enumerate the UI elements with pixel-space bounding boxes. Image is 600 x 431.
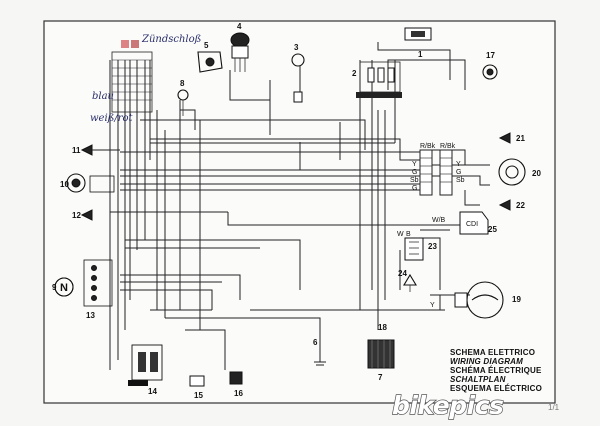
wire-code-cdi: W/B — [432, 217, 446, 224]
wire-code-right-g: G — [456, 169, 461, 176]
handwritten-zuendschloss: Zündschloß — [141, 34, 201, 45]
component-ignition-switch — [230, 32, 250, 72]
wire-code-right-y: Y — [456, 161, 461, 168]
cdi-label: CDI — [466, 221, 478, 228]
label-20: 20 — [532, 169, 541, 178]
component-alternator — [454, 281, 504, 319]
component-turn-signal-22 — [498, 199, 511, 211]
title-line-3: SCHÉMA ÉLECTRIQUE — [450, 366, 542, 375]
label-9: 9 — [52, 283, 57, 292]
wire-code-bottom-y: Y — [430, 302, 435, 309]
label-16: 16 — [234, 389, 243, 398]
label-7: 7 — [378, 373, 383, 382]
wire-code-right-sb: Sb — [456, 177, 465, 184]
title-block: SCHEMA ELETTRICO WIRING DIAGRAM SCHÉMA É… — [450, 348, 542, 393]
wire-code-g-2: G — [412, 185, 417, 192]
neutral-indicator: N — [54, 277, 74, 297]
label-21: 21 — [516, 134, 525, 143]
component-indicator-12 — [80, 209, 93, 221]
component-switch-5 — [197, 51, 223, 73]
wiring-harness — [109, 42, 490, 370]
wire-code-y: Y — [412, 161, 417, 168]
label-25: 25 — [488, 225, 497, 234]
bikepics-watermark: bikepics — [392, 391, 503, 420]
title-line-4: SCHALTPLAN — [450, 375, 506, 384]
label-22: 22 — [516, 201, 525, 210]
component-starter-relay — [404, 27, 432, 41]
label-10: 10 — [60, 180, 69, 189]
svg-text:N: N — [60, 282, 68, 294]
component-spark-plug — [403, 273, 417, 292]
label-3: 3 — [294, 43, 299, 52]
ground-symbol — [314, 355, 326, 366]
component-regulator — [367, 339, 395, 369]
component-lamp-8 — [177, 89, 189, 116]
component-cdi-unit — [459, 211, 489, 235]
wire-code-coil-w: W — [397, 231, 404, 238]
component-horn — [482, 64, 498, 80]
label-24: 24 — [398, 269, 407, 278]
label-23: 23 — [428, 242, 437, 251]
label-4: 4 — [237, 22, 242, 31]
wire-code-coil-b: B — [406, 231, 411, 238]
label-15: 15 — [194, 391, 203, 400]
component-brake-switch — [229, 371, 243, 385]
handwritten-blau: blau — [92, 91, 114, 102]
label-2: 2 — [352, 69, 357, 78]
component-ignition-coil — [404, 237, 424, 261]
label-5: 5 — [204, 41, 209, 50]
fuse-block — [356, 61, 402, 98]
label-6: 6 — [313, 338, 318, 347]
label-17: 17 — [486, 51, 495, 60]
component-rear-lamp — [498, 158, 526, 186]
wire-code-rbk-2: R/Bk — [440, 143, 456, 150]
label-11: 11 — [72, 146, 81, 155]
label-8: 8 — [180, 79, 185, 88]
label-18: 18 — [378, 323, 387, 332]
component-indicator-11 — [80, 144, 120, 156]
page-number: 1/1 — [548, 403, 560, 412]
handwritten-weiss-rot: weiß/rot — [90, 113, 134, 124]
wire-code-rbk-1: R/Bk — [420, 143, 436, 150]
component-headlight — [66, 173, 115, 193]
title-line-1: SCHEMA ELETTRICO — [450, 348, 535, 357]
connector-block-left — [111, 40, 153, 113]
label-12: 12 — [72, 211, 81, 220]
component-sensor-3 — [291, 53, 305, 103]
title-line-2: WIRING DIAGRAM — [450, 357, 523, 366]
wire-code-g: G — [412, 169, 417, 176]
wire-code-sb: Sb — [410, 177, 419, 184]
label-13: 13 — [86, 311, 95, 320]
component-tail-light — [128, 344, 163, 386]
label-19: 19 — [512, 295, 521, 304]
component-plate-light — [189, 375, 205, 387]
connector-block-main — [419, 149, 453, 196]
component-turn-signal-21 — [498, 132, 511, 144]
title-line-5: ESQUEMA ELÉCTRICO — [450, 384, 542, 393]
label-1: 1 — [418, 50, 423, 59]
label-14: 14 — [148, 387, 157, 396]
